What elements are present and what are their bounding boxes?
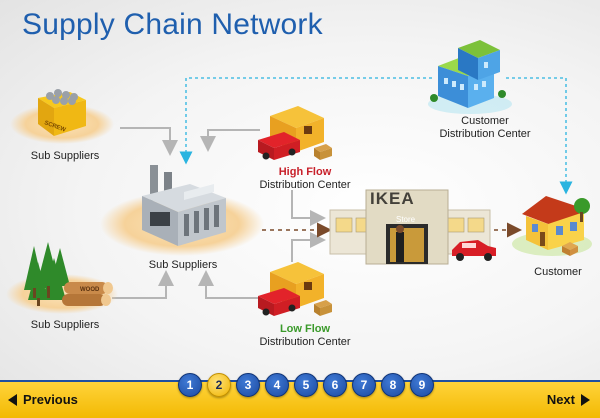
slide-title: Supply Chain Network — [22, 8, 323, 41]
customer-label: Customer — [534, 266, 582, 278]
store-brand-label: IKEA — [370, 189, 415, 208]
low-flow-subtitle: Distribution Center — [259, 336, 351, 348]
red-car-icon — [452, 240, 496, 261]
arrow-right-icon — [581, 393, 590, 406]
page-button-4[interactable]: 4 — [265, 373, 289, 397]
page-button-2[interactable]: 2 — [207, 373, 231, 397]
high-flow-dc-label: High Flow Distribution Center — [240, 166, 370, 192]
low-flow-dc-label: Low Flow Distribution Center — [240, 323, 370, 349]
next-label: Next — [546, 392, 575, 407]
sub-suppliers-bottom-label: Sub Suppliers — [30, 319, 100, 331]
low-flow-dc-icon — [258, 262, 332, 316]
next-button[interactable]: Next — [547, 392, 590, 407]
page-button-7[interactable]: 7 — [352, 373, 376, 397]
sub-suppliers-middle-label: Sub Suppliers — [148, 259, 218, 271]
supply-chain-diagram: SCREW WOOD — [6, 40, 592, 316]
low-flow-title: Low Flow — [279, 323, 331, 335]
page-button-9[interactable]: 9 — [410, 373, 434, 397]
shopper-figure — [396, 232, 404, 262]
sub-suppliers-top-label: Sub Suppliers — [30, 150, 100, 162]
ikea-store-icon: IKEA Store — [329, 189, 496, 265]
previous-button[interactable]: Previous — [8, 392, 78, 407]
high-flow-title: High Flow — [278, 166, 332, 178]
screw-crate-icon: SCREW — [10, 89, 114, 144]
supply-arrows — [112, 127, 326, 299]
customer-dc-line1: Customer — [461, 115, 509, 127]
customer-dc-route — [179, 77, 573, 195]
previous-label: Previous — [23, 392, 78, 407]
page-button-6[interactable]: 6 — [323, 373, 347, 397]
factory-icon — [100, 165, 264, 256]
customer-dc-icon — [428, 40, 512, 114]
forest-logs-icon: WOOD — [6, 242, 118, 314]
logs-label: WOOD — [80, 287, 100, 293]
customer-dc-label: Customer Distribution Center — [430, 115, 540, 141]
customer-house-icon — [512, 196, 592, 256]
page-button-8[interactable]: 8 — [381, 373, 405, 397]
store-sign-label: Store — [396, 215, 416, 224]
wood-logs-icon: WOOD — [62, 282, 113, 306]
page-button-5[interactable]: 5 — [294, 373, 318, 397]
high-flow-dc-icon — [258, 106, 332, 160]
customer-dc-line2: Distribution Center — [439, 128, 531, 140]
high-flow-subtitle: Distribution Center — [259, 179, 351, 191]
page-button-1[interactable]: 1 — [178, 373, 202, 397]
arrow-left-icon — [8, 393, 17, 406]
page-button-3[interactable]: 3 — [236, 373, 260, 397]
